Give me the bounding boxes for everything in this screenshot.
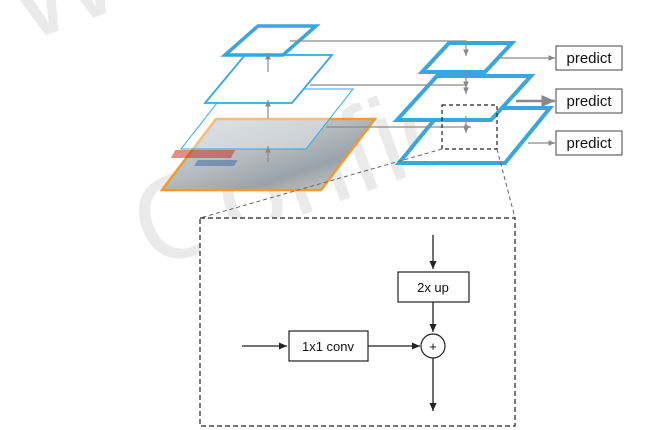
predict-box-2: predict — [555, 88, 623, 114]
upsample-box — [397, 271, 470, 303]
add-symbol: + — [429, 339, 437, 354]
predict-label-3: predict — [566, 135, 612, 152]
detail-panel-frame — [199, 217, 516, 427]
bottom-up-level-2 — [203, 54, 334, 104]
zoom-region — [441, 104, 498, 150]
predict-box-2-frame — [555, 88, 623, 114]
lateral-conv-label: 1x1 conv — [302, 339, 355, 354]
upsample-label: 2x up — [417, 280, 449, 295]
bottom-up-level-1 — [179, 88, 355, 150]
zoom-guide-right — [496, 148, 516, 219]
predict-label-1: predict — [566, 50, 612, 67]
lateral-connection-3 — [290, 40, 469, 56]
lateral-connections — [290, 40, 471, 133]
predict-box-3-frame — [555, 130, 623, 156]
predict-connectors — [498, 55, 555, 146]
predict-box-1: predict — [555, 45, 623, 71]
lateral-conv-box — [288, 330, 369, 362]
predict-label-2: predict — [566, 93, 612, 110]
bottom-up-feature-maps — [179, 24, 355, 150]
detail-panel: 2x up 1x1 conv + — [199, 217, 516, 427]
image-detail-red — [170, 150, 236, 158]
image-detail-blue — [194, 160, 238, 166]
predict-box-3: predict — [555, 130, 623, 156]
top-down-level-3 — [417, 41, 517, 74]
watermark-text-1: We — [0, 0, 198, 68]
bottom-up-level-3 — [220, 24, 321, 57]
predict-box-1-frame — [555, 45, 623, 71]
